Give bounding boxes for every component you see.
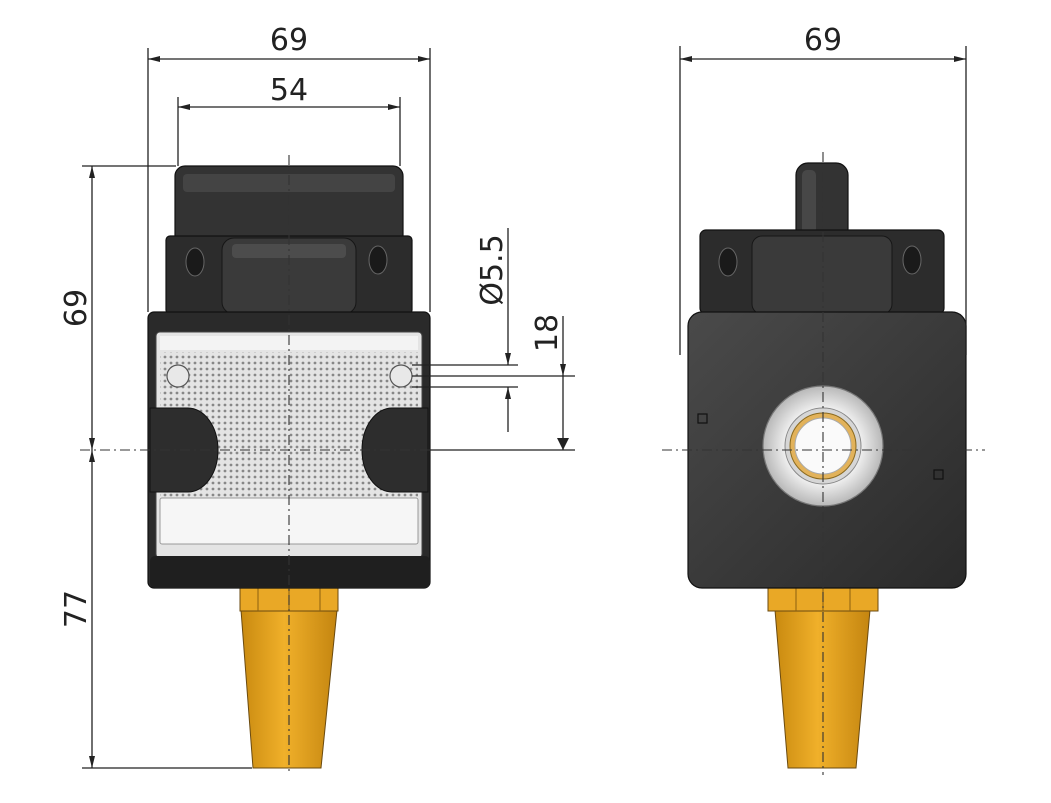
dim-upper-height-label: 69 xyxy=(59,289,94,327)
side-view xyxy=(662,152,985,775)
dim-front-outer-width-label: 69 xyxy=(270,23,308,58)
front-view xyxy=(80,155,575,775)
side-actuator xyxy=(699,229,945,315)
dim-front-inner-width-label: 54 xyxy=(270,73,308,108)
dim-hole-spacing-label: 18 xyxy=(530,314,565,352)
dimensions: 69 54 69 69 77 Ø5.5 18 xyxy=(59,23,967,769)
dim-hole-diameter-label: Ø5.5 xyxy=(475,234,510,305)
dim-side-width-label: 69 xyxy=(804,23,842,58)
dim-lower-height-label: 77 xyxy=(59,590,94,628)
